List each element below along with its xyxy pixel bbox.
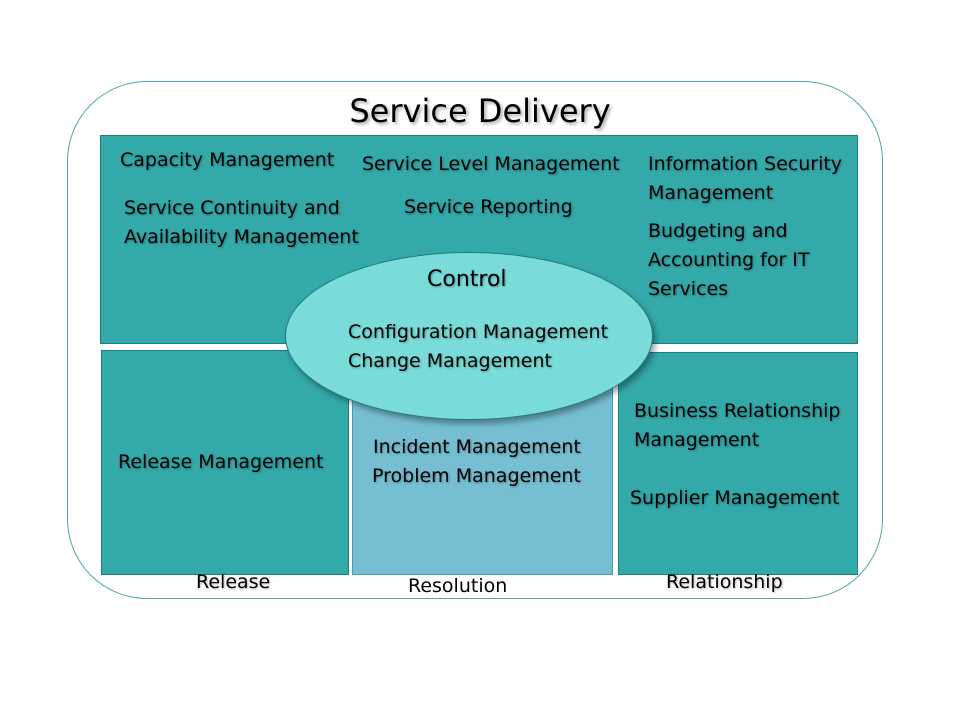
service-reporting-label: Service Reporting: [404, 196, 573, 218]
release-footer: Release: [196, 571, 271, 593]
incident-management-label: Incident Management: [373, 436, 581, 458]
business-relationship-label-line2: Management: [634, 429, 760, 451]
change-management-label: Change Management: [348, 350, 552, 372]
supplier-management-label: Supplier Management: [630, 487, 840, 509]
resolution-footer: Resolution: [408, 575, 508, 597]
control-title: Control: [427, 267, 507, 292]
problem-management-label: Problem Management: [372, 465, 581, 487]
control-ellipse: [285, 252, 653, 420]
release-panel: [101, 350, 349, 575]
service-level-management-label: Service Level Management: [362, 153, 620, 175]
outer-rounded-frame: [67, 81, 883, 599]
configuration-management-label: Configuration Management: [348, 321, 609, 343]
service-continuity-label-line1: Service Continuity and: [124, 197, 340, 219]
diagram-title: Service Delivery: [349, 92, 611, 130]
relationship-footer: Relationship: [666, 571, 783, 593]
business-relationship-label-line1: Business Relationship: [634, 400, 841, 422]
information-security-label-line2: Management: [648, 182, 774, 204]
information-security-label-line1: Information Security: [648, 153, 843, 175]
budgeting-label-line3: Services: [648, 278, 729, 300]
service-continuity-label-line2: Availability Management: [124, 226, 359, 248]
budgeting-label-line2: Accounting for IT: [648, 249, 810, 271]
release-management-label: Release Management: [118, 451, 324, 473]
budgeting-label-line1: Budgeting and: [648, 220, 788, 242]
capacity-management-label: Capacity Management: [120, 149, 335, 171]
relationship-panel: [618, 352, 858, 575]
